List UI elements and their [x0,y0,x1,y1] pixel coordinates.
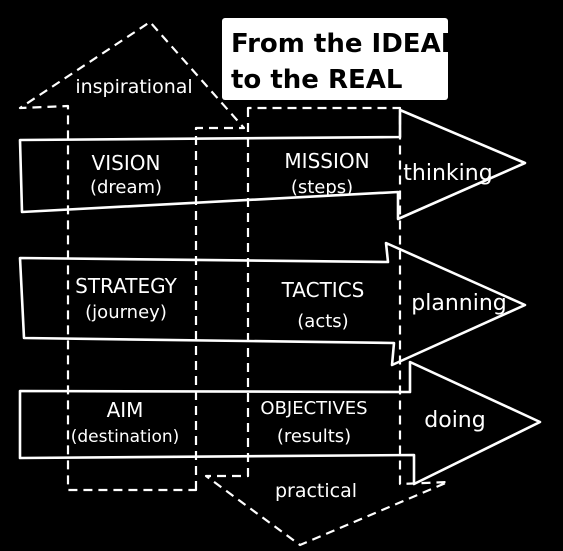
thinking-label: thinking [403,161,492,186]
mission-label: MISSION [284,149,369,173]
planning-arrow-outline [18,241,527,367]
doing-label: doing [424,408,485,433]
dream-label: (dream) [90,177,162,198]
practical-label: practical [275,480,357,502]
practical-down-arrow-outline [204,106,450,547]
vision-label: VISION [92,151,161,175]
results-label: (results) [277,426,351,447]
title-line-2: to the REAL [231,65,402,95]
tactics-label: TACTICS [281,278,365,302]
aim-label: AIM [107,398,144,422]
destination-label: (destination) [71,427,180,447]
doing-arrow-outline [18,360,542,486]
title-box-background [222,18,448,100]
acts-label: (acts) [297,311,348,332]
inspirational-label: inspirational [75,76,192,98]
planning-label: planning [411,291,506,316]
thinking-arrow-outline [18,108,527,221]
objectives-label: OBJECTIVES [260,398,367,419]
journey-label: (journey) [85,302,167,323]
title-line-1: From the IDEAL [231,29,457,59]
steps-label: (steps) [291,177,353,198]
title-box: From the IDEAL to the REAL [222,18,457,100]
strategy-label: STRATEGY [75,274,177,298]
